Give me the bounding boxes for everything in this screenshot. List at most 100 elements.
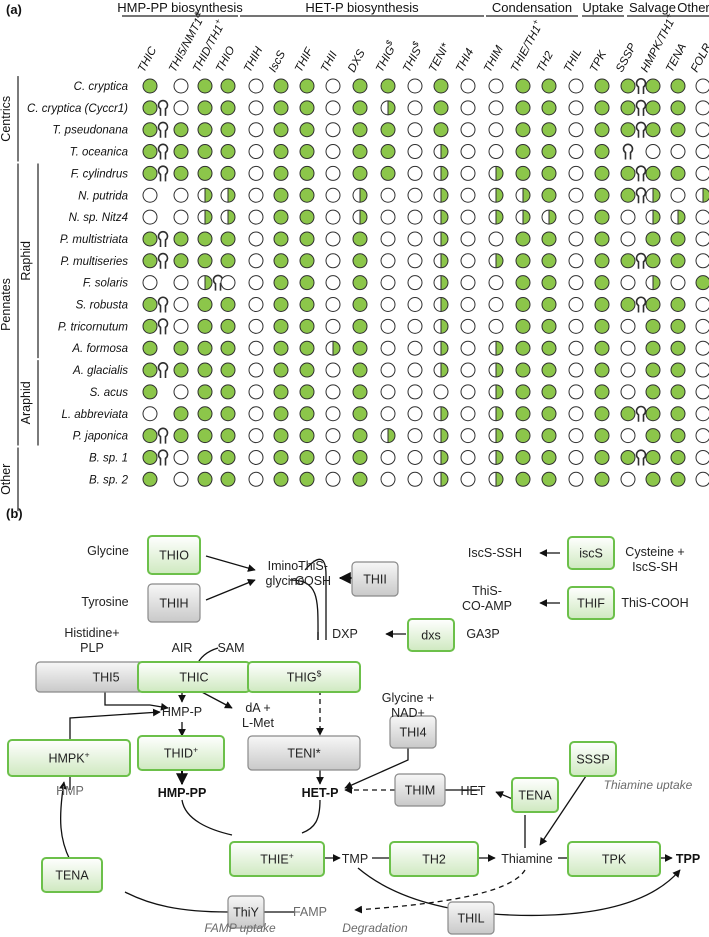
presence-circle-full	[173, 362, 189, 378]
presence-circle-empty	[248, 318, 264, 334]
presence-circle-empty	[620, 275, 636, 291]
presence-circle-full	[515, 78, 531, 94]
presence-circle-full	[515, 428, 531, 444]
presence-circle-full	[515, 144, 531, 160]
riboswitch-icon	[635, 165, 647, 182]
presence-circle-half-fill	[441, 472, 448, 487]
presence-circle-half-fill	[496, 450, 504, 465]
presence-circle-empty	[380, 362, 396, 378]
matrix-row	[142, 99, 709, 116]
presence-circle-full	[670, 471, 686, 487]
presence-circle-half-fill	[703, 188, 709, 203]
presence-circle-empty	[568, 449, 584, 465]
presence-circle-full	[352, 406, 368, 422]
enzyme-label: TH2	[422, 853, 446, 867]
presence-circle-full	[173, 165, 189, 181]
enzyme-label: SSSP	[576, 753, 609, 767]
presence-circle-empty	[248, 253, 264, 269]
presence-circle-full	[594, 78, 610, 94]
presence-circle-half-fill	[205, 210, 212, 225]
presence-circle-full	[299, 165, 315, 181]
presence-circle-empty	[645, 144, 661, 160]
column-header: THIL	[562, 47, 584, 75]
presence-circle-empty	[695, 209, 709, 225]
presence-circle-full	[197, 122, 213, 138]
presence-circle-half-fill	[441, 253, 448, 268]
presence-circle-empty	[248, 122, 264, 138]
presence-circle-empty	[488, 318, 504, 334]
matrix-row	[142, 449, 709, 466]
presence-circle-half-fill	[441, 231, 448, 246]
presence-circle-empty	[568, 187, 584, 203]
presence-circle-full	[352, 144, 368, 160]
presence-circle-full	[515, 340, 531, 356]
presence-circle-full	[645, 122, 661, 138]
presence-circle-empty	[460, 165, 476, 181]
presence-circle-empty	[173, 100, 189, 116]
presence-circle-full	[594, 362, 610, 378]
presence-circle-full	[541, 449, 557, 465]
metabolite-thiscosh-line1: ThiS-	[298, 559, 328, 573]
presence-circle-empty	[460, 362, 476, 378]
enzyme-label: TENA	[55, 869, 89, 883]
presence-circle-full	[142, 362, 158, 378]
presence-circle-full	[594, 384, 610, 400]
presence-circle-empty	[620, 318, 636, 334]
presence-circle-full	[380, 144, 396, 160]
presence-circle-full	[197, 165, 213, 181]
presence-circle-empty	[248, 100, 264, 116]
riboswitch-icon	[157, 143, 169, 160]
presence-circle-empty	[325, 318, 341, 334]
presence-circle-full	[380, 122, 396, 138]
presence-circle-full	[273, 209, 289, 225]
presence-circle-full	[220, 406, 236, 422]
presence-circle-full	[173, 122, 189, 138]
presence-circle-half-fill	[653, 210, 661, 225]
enzyme-dxs: dxs	[407, 618, 455, 652]
riboswitch-icon	[635, 99, 647, 116]
column-header: TENA	[664, 41, 689, 74]
presence-circle-empty	[460, 340, 476, 356]
riboswitch-icon	[157, 121, 169, 138]
presence-circle-full	[541, 340, 557, 356]
presence-circle-empty	[695, 253, 709, 269]
panel-a-label: (a)	[6, 2, 22, 17]
enzyme-thif: THIF	[567, 586, 615, 620]
enzyme-sssp: SSSP	[569, 741, 617, 777]
presence-circle-empty	[568, 253, 584, 269]
presence-circle-full	[541, 428, 557, 444]
presence-circle-full	[273, 297, 289, 312]
presence-circle-empty	[173, 471, 189, 487]
presence-circle-empty	[380, 187, 396, 203]
presence-circle-half-fill	[496, 428, 504, 443]
presence-circle-empty	[407, 231, 423, 247]
presence-circle-full	[670, 231, 686, 247]
column-header: THII	[319, 49, 340, 75]
enzyme-label: THIH	[159, 597, 188, 611]
enzyme-box	[567, 586, 615, 620]
presence-circle-full	[142, 165, 158, 181]
presence-circle-full	[197, 318, 213, 334]
metabolite-tpp: TPP	[676, 852, 700, 866]
presence-circle-empty	[248, 471, 264, 487]
species-label: C. cryptica (Cyccr1)	[27, 103, 128, 115]
metabolite-tmp: TMP	[342, 852, 368, 866]
presence-circle-full	[273, 275, 289, 291]
presence-circle-empty	[433, 384, 449, 400]
presence-circle-empty	[460, 428, 476, 444]
presence-circle-empty	[568, 384, 584, 400]
presence-circle-empty	[173, 297, 189, 312]
presence-circle-full	[515, 165, 531, 181]
metabolite-thiscoamp-line2: CO-AMP	[462, 599, 512, 613]
presence-circle-empty	[407, 449, 423, 465]
presence-circle-empty	[380, 406, 396, 422]
presence-circle-full	[515, 100, 531, 116]
presence-circle-full	[380, 165, 396, 181]
arrow-sssp-thiamine	[539, 769, 591, 846]
metabolite-iminoglycine-line2: glycine	[266, 574, 305, 588]
presence-circle-empty	[380, 340, 396, 356]
presence-circle-empty	[325, 122, 341, 138]
presence-circle-full	[142, 231, 158, 247]
metabolite-sam: SAM	[217, 641, 244, 655]
